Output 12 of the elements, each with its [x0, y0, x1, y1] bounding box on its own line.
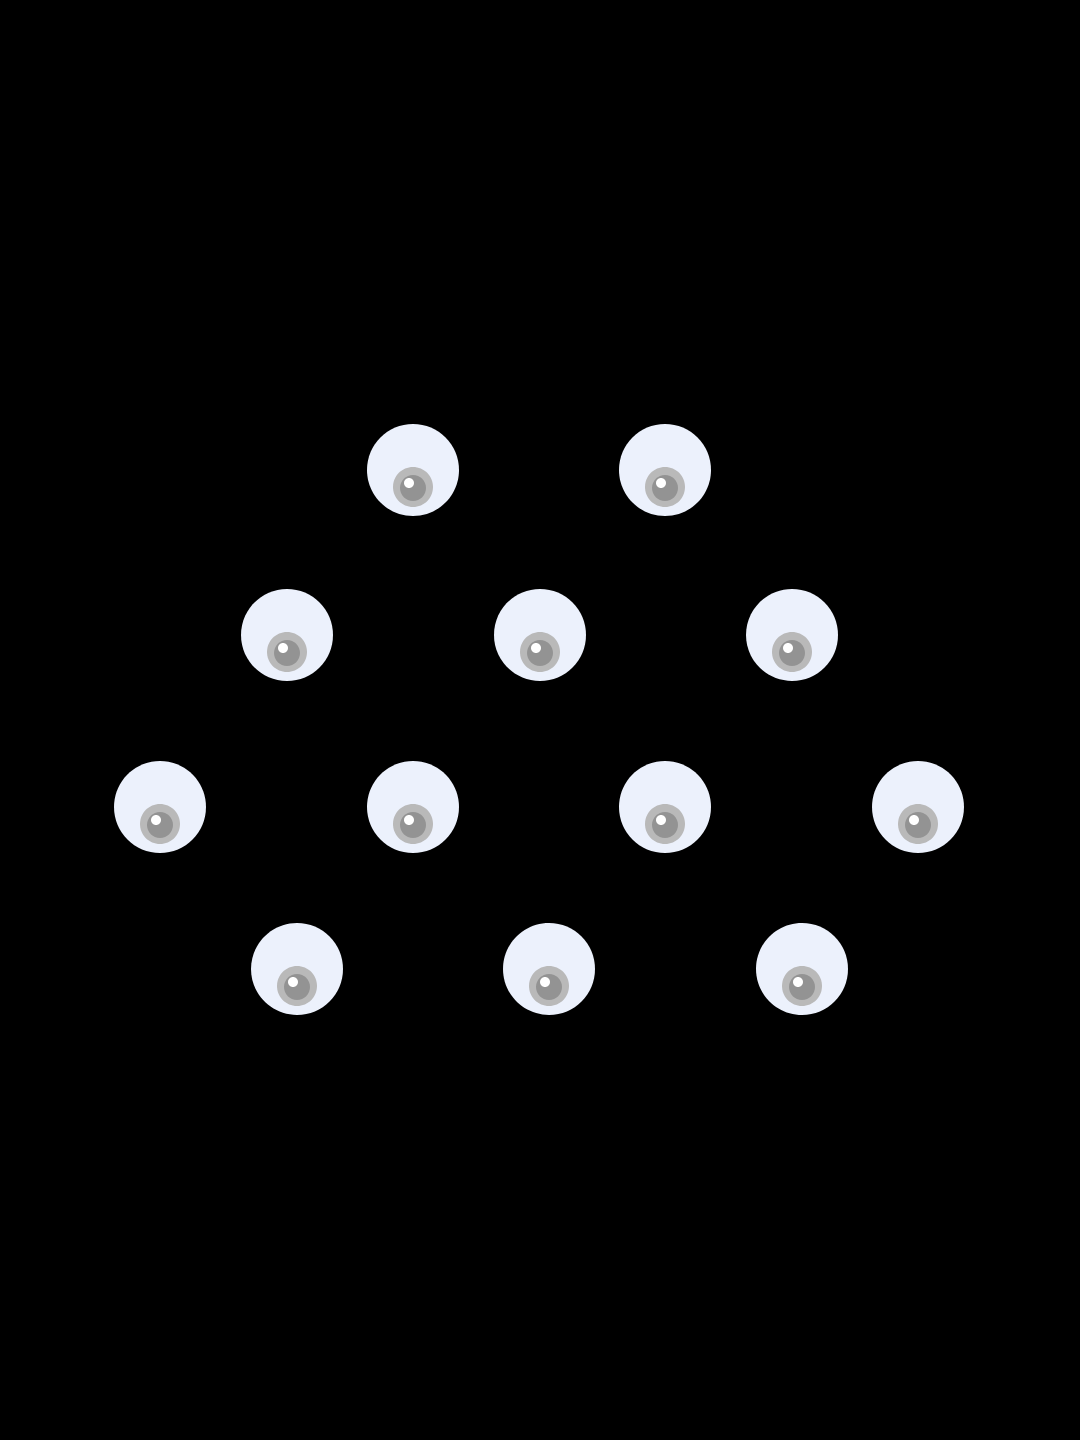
bindi-drawing	[251, 923, 343, 1015]
bindi-drawing	[756, 923, 848, 1015]
bindi-drawing	[503, 923, 595, 1015]
bindi-drawing	[872, 761, 964, 853]
bindi-drawing	[746, 589, 838, 681]
bindi-drawing	[241, 589, 333, 681]
bindi-drawing	[367, 424, 459, 516]
bindi-drawing	[494, 589, 586, 681]
bindi-drawing	[367, 761, 459, 853]
bindi-drawing	[114, 761, 206, 853]
bindi-drawing	[619, 424, 711, 516]
bindi-drawing	[619, 761, 711, 853]
